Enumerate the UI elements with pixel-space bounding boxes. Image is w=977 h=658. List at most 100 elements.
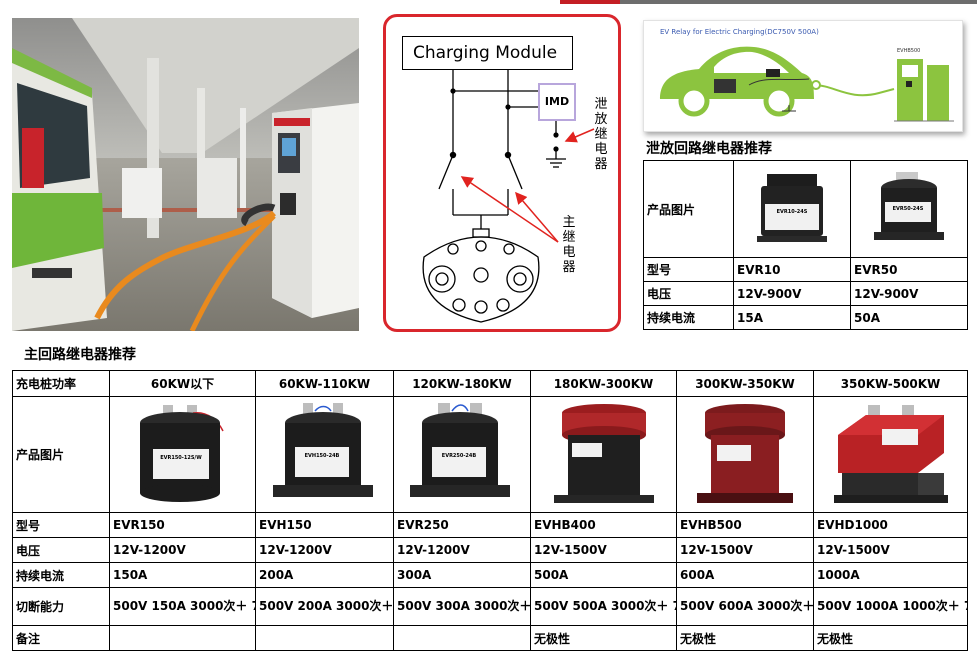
accent-red-segment: [560, 0, 620, 4]
relay-marking: EVH150-24B: [304, 453, 339, 459]
table-cell: 12V-1200V: [109, 537, 256, 563]
table-row: 电压 12V-1200V 12V-1200V 12V-1200V 12V-150…: [12, 537, 968, 563]
discharge-section-title: 泄放回路继电器推荐: [646, 141, 772, 157]
label-char: 主: [562, 215, 576, 230]
charging-station-photo: [12, 18, 359, 331]
schematic-wiring: [422, 70, 595, 323]
label-char: 泄: [594, 97, 608, 112]
label-char: 放: [594, 112, 608, 127]
table-row: 备注 无极性 无极性 无极性: [12, 625, 968, 651]
label-char: 继: [562, 230, 576, 245]
table-header-row: 充电桩功率 60KW以下 60KW-110KW 120KW-180KW 180K…: [12, 370, 968, 397]
table-cell: 12V-1500V: [530, 537, 677, 563]
column-header: 180KW-300KW: [530, 370, 677, 397]
table-cell: EVR10: [733, 257, 851, 282]
table-cell: 200A: [255, 562, 394, 588]
table-cell: 50A: [850, 305, 968, 330]
table-cell: EVR50: [850, 257, 968, 282]
discharge-relay-table: 产品图片 EVR10-24S EVR50-24S 型号 EVR10 EVR: [643, 160, 968, 330]
relay-evhd1000-image: [833, 404, 948, 503]
relay-evr50-image: EVR50-24S: [874, 172, 944, 240]
relay-evr150-image: EVR150-12S/W: [139, 404, 224, 502]
label-char: 继: [594, 127, 608, 142]
row-label: 电压: [12, 537, 110, 563]
relay-evhb500-image: [697, 403, 793, 503]
row-label: 切断能力: [12, 587, 110, 626]
relay-marking: EVR50-24S: [893, 206, 924, 212]
label-char: 器: [562, 260, 576, 275]
table-cell: 1000A: [813, 562, 968, 588]
table-cell: EVR250: [393, 512, 531, 538]
charging-module-box: Charging Module: [402, 36, 573, 70]
table-cell: 500A: [530, 562, 677, 588]
table-cell: 500V 150A 3000次＋ 750V 80A 1000次＋: [109, 587, 256, 626]
table-row: 型号 EVR10 EVR50: [643, 257, 968, 282]
ev-caption: EV Relay for Electric Charging(DC750V 50…: [660, 28, 819, 36]
table-row: 持续电流 15A 50A: [643, 305, 968, 330]
main-relay-table: 充电桩功率 60KW以下 60KW-110KW 120KW-180KW 180K…: [12, 370, 968, 651]
table-cell: 12V-900V: [850, 281, 968, 306]
table-cell: [109, 625, 256, 651]
table-cell: 无极性: [676, 625, 814, 651]
table-cell: EVHD1000: [813, 512, 968, 538]
table-cell: 12V-1200V: [393, 537, 531, 563]
row-label: 产品图片: [12, 396, 110, 513]
table-cell: EVHB400: [530, 512, 677, 538]
table-cell: 500V 600A 3000次＋ 750V 500A 3000次＋: [676, 587, 814, 626]
table-cell: 无极性: [813, 625, 968, 651]
row-label: 型号: [12, 512, 110, 538]
row-label: 产品图片: [643, 160, 734, 258]
relay-photo-evhb500: [676, 396, 814, 513]
relay-photo-evhb400: [530, 396, 677, 513]
table-row: 型号 EVR150 EVH150 EVR250 EVHB400 EVHB500 …: [12, 512, 968, 538]
table-cell: 12V-1200V: [255, 537, 394, 563]
table-row: 产品图片 EVR10-24S EVR50-24S: [643, 160, 968, 258]
relay-photo-evr10: EVR10-24S: [733, 160, 851, 258]
table-cell: 300A: [393, 562, 531, 588]
table-cell: 150A: [109, 562, 256, 588]
row-label: 型号: [643, 257, 734, 282]
table-cell: 12V-900V: [733, 281, 851, 306]
table-cell: EVHB500: [676, 512, 814, 538]
main-section-title: 主回路继电器推荐: [24, 347, 136, 363]
label-char: 器: [594, 157, 608, 172]
table-cell: EVH150: [255, 512, 394, 538]
charging-circuit-schematic: Charging Module IMD: [383, 14, 621, 332]
row-label: 持续电流: [12, 562, 110, 588]
relay-photo-evr50: EVR50-24S: [850, 160, 968, 258]
relay-marking: EVR250-24B: [442, 453, 477, 459]
main-relay-label: 主 继 电 器: [562, 215, 576, 275]
relay-evhb400-image: [553, 403, 654, 503]
charging-station-illustration: [12, 18, 359, 331]
relay-photo-evr150: EVR150-12S/W: [109, 396, 256, 513]
column-header: 60KW-110KW: [255, 370, 394, 397]
relay-photo-evhd1000: [813, 396, 968, 513]
table-row: 产品图片 EVR150-12S/W EVH150-24B: [12, 396, 968, 513]
table-cell: 600A: [676, 562, 814, 588]
relay-evr250-image: EVR250-24B: [410, 402, 510, 497]
ev-relay-tag: EVHB500: [897, 48, 921, 54]
row-label: 电压: [643, 281, 734, 306]
table-cell: [255, 625, 394, 651]
imd-box: IMD: [538, 83, 576, 121]
table-cell: 500V 200A 3000次＋ 750V 150A 3000次＋: [255, 587, 394, 626]
table-cell: 无极性: [530, 625, 677, 651]
relay-marking: EVR150-12S/W: [160, 455, 202, 461]
table-cell: EVR150: [109, 512, 256, 538]
label-char: 电: [594, 142, 608, 157]
table-cell: 500V 1000A 1000次＋ 750V 800A 1000次＋: [813, 587, 968, 626]
column-header: 充电桩功率: [12, 370, 110, 397]
relay-photo-evr250: EVR250-24B: [393, 396, 531, 513]
ev-relay-illustration: EV Relay for Electric Charging(DC750V 50…: [643, 20, 963, 132]
table-row: 电压 12V-900V 12V-900V: [643, 281, 968, 306]
column-header: 60KW以下: [109, 370, 256, 397]
relay-evh150-image: EVH150-24B: [272, 402, 373, 497]
row-label: 备注: [12, 625, 110, 651]
relay-marking: EVR10-24S: [777, 209, 808, 215]
label-char: 电: [562, 245, 576, 260]
top-accent-bar: [0, 0, 977, 6]
table-row: 切断能力 500V 150A 3000次＋ 750V 80A 1000次＋ 50…: [12, 587, 968, 626]
table-cell: [393, 625, 531, 651]
discharge-relay-label: 泄 放 继 电 器: [594, 97, 608, 172]
table-cell: 15A: [733, 305, 851, 330]
